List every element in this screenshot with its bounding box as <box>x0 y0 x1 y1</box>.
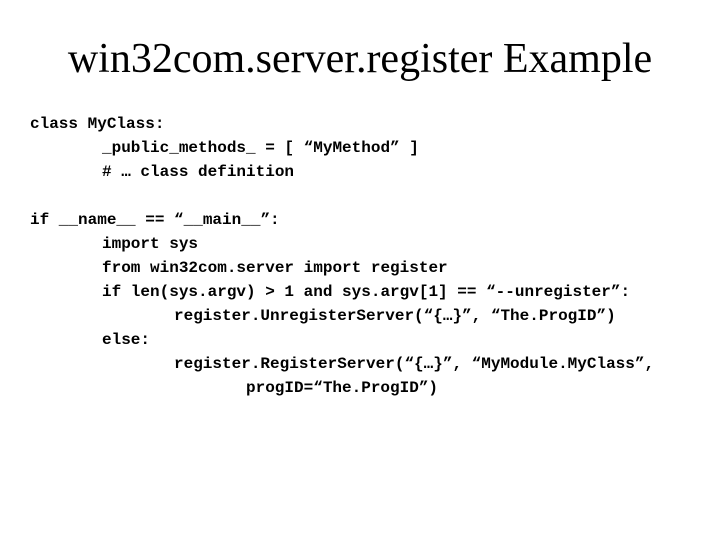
code-line: if __name__ == “__main__”: <box>30 211 280 229</box>
code-line: import sys <box>102 235 199 253</box>
code-line: progID=“The.ProgID”) <box>246 379 439 397</box>
code-line: if len(sys.argv) > 1 and sys.argv[1] == … <box>102 283 631 301</box>
code-line: _public_methods_ = [ “MyMethod” ] <box>102 139 419 157</box>
code-line: from win32com.server import register <box>102 259 448 277</box>
code-line: # … class definition <box>102 163 295 181</box>
code-block: class MyClass: _public_methods_ = [ “MyM… <box>30 112 700 400</box>
code-line: register.RegisterServer(“{…}”, “MyModule… <box>174 355 655 373</box>
code-line: class MyClass: <box>30 115 165 133</box>
code-blank-line <box>30 184 700 208</box>
code-line: register.UnregisterServer(“{…}”, “The.Pr… <box>174 307 616 325</box>
code-line: else: <box>102 331 151 349</box>
slide-title: win32com.server.register Example <box>67 36 653 82</box>
